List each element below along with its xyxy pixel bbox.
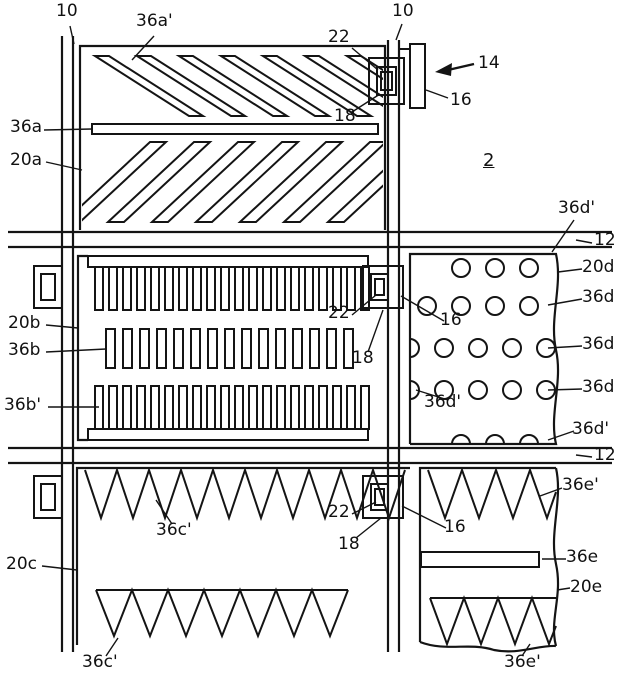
diagonal-bands-20a — [82, 141, 383, 223]
zigzag-36e-prime-lower — [429, 595, 557, 647]
ref-label-36d-prime-botright: 36d' — [572, 419, 610, 439]
ref-label-18-top: 18 — [334, 106, 356, 126]
bottom-left-panel-20c — [75, 466, 410, 645]
diagonal-slats-36a-prime — [91, 55, 383, 117]
bottom-right-panel-20e — [418, 466, 560, 653]
ref-label-16-bottom: 16 — [444, 517, 466, 537]
ref-label-36b-prime: 36b' — [4, 395, 42, 415]
ref-label-20c: 20c — [6, 554, 37, 574]
ref-label-36a-prime: 36a' — [136, 11, 173, 31]
ref-label-36d-3: 36d — [582, 377, 615, 397]
zigzag-36c-prime-upper — [84, 466, 406, 522]
ref-label-22-top: 22 — [328, 27, 350, 47]
top-panel-outline — [78, 44, 387, 230]
mid-bars-36b — [105, 328, 354, 369]
leader-lines — [41, 23, 593, 657]
connector-left-lower — [33, 475, 63, 519]
circles-36d — [410, 258, 556, 444]
circles-panel-20d — [408, 252, 560, 446]
connector-top-right — [368, 57, 405, 105]
ref-label-20d: 20d — [582, 257, 615, 277]
ref-label-36e-prime-bottom: 36e' — [504, 652, 541, 672]
top-comb — [87, 255, 370, 311]
ref-label-20a: 20a — [10, 150, 43, 170]
rail-bottom — [8, 446, 612, 465]
connector-mid-upper — [362, 265, 404, 309]
ref-label-18-mid: 18 — [352, 348, 374, 368]
ref-label-16-mid: 16 — [440, 310, 462, 330]
connector-mid-lower — [362, 475, 404, 519]
ref-label-22-mid: 22 — [328, 303, 350, 323]
ref-label-36d-2: 36d — [582, 334, 615, 354]
ref-label-36d-prime-topright: 36d' — [558, 198, 596, 218]
ref-label-12-top: 12 — [594, 230, 616, 250]
connector-left-upper — [33, 265, 63, 309]
ref-label-12-bottom: 12 — [594, 445, 616, 465]
ref-label-16-top: 16 — [450, 90, 472, 110]
ref-label-36b: 36b — [8, 340, 41, 360]
rail-top — [8, 230, 612, 249]
zigzag-36e-prime-upper — [427, 467, 557, 522]
ref-label-36e-prime-top: 36e' — [562, 475, 599, 495]
ref-label-20e: 20e — [570, 577, 603, 597]
figure-number: 2 — [483, 150, 495, 171]
left-bus-line — [60, 36, 75, 652]
ref-label-10-left: 10 — [56, 1, 78, 21]
ref-label-36e: 36e — [566, 547, 599, 567]
bracket-16 — [399, 43, 426, 109]
mid-panel-left-edge — [76, 254, 88, 442]
ref-label-36d-1: 36d — [582, 287, 615, 307]
ref-label-36c-prime-top: 36c' — [156, 520, 192, 540]
ref-label-22-bottom: 22 — [328, 502, 350, 522]
ref-label-14: 14 — [478, 53, 500, 73]
electrode-bar-36e — [420, 551, 540, 568]
ref-label-18-bottom: 18 — [338, 534, 360, 554]
ref-label-36d-prime-mid: 36d' — [424, 392, 462, 412]
ref-label-10-right: 10 — [392, 1, 414, 21]
ref-label-20b: 20b — [8, 313, 41, 333]
ref-label-36c-prime-bottom: 36c' — [82, 652, 118, 672]
right-bus-line — [386, 40, 401, 652]
ref-label-36a: 36a — [10, 117, 43, 137]
zigzag-36c-prime-lower — [95, 587, 349, 639]
arrow-14-icon — [435, 62, 475, 76]
bottom-comb-36b-prime — [87, 385, 370, 441]
